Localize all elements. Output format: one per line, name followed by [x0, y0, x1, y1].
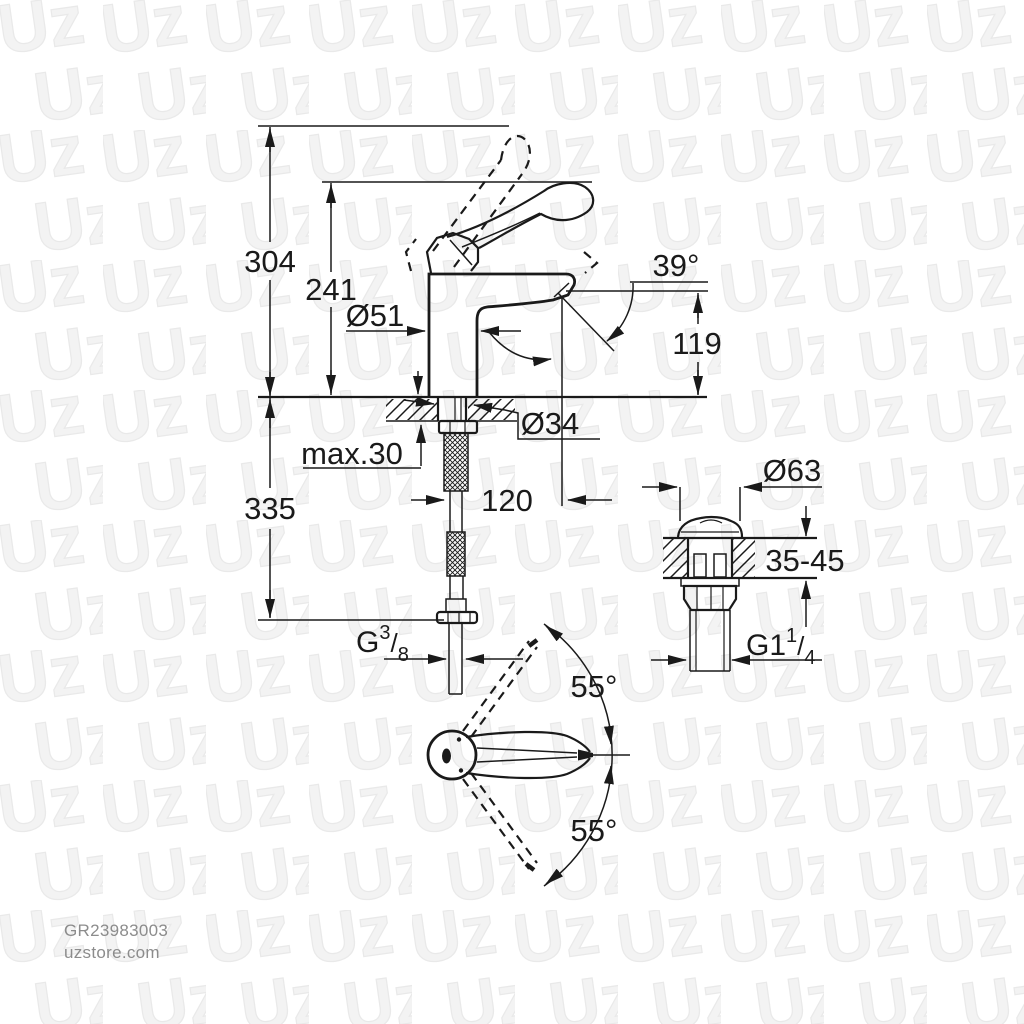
- dim-waste-diameter: Ø63: [763, 453, 822, 488]
- dim-deck-range: 35-45: [765, 543, 844, 578]
- footer-site: uzstore.com: [64, 943, 160, 962]
- dim-lever-height: 241: [305, 272, 357, 307]
- thread-waste-label: G11/4: [746, 625, 816, 669]
- dim-body-diameter: Ø51: [346, 298, 405, 333]
- dim-shank-diameter: Ø34: [521, 406, 580, 441]
- dim-swivel-up: 55°: [571, 669, 618, 704]
- dim-total-height: 304: [244, 244, 296, 279]
- dim-hose-length: 335: [244, 491, 296, 526]
- handle-top-view: [426, 623, 630, 887]
- lever-swivel-dashed: [462, 640, 538, 870]
- footer: GR23983003 uzstore.com: [64, 920, 168, 964]
- lever-raised-dashed: [404, 134, 599, 274]
- footer-sku: GR23983003: [64, 921, 169, 940]
- thread-supply-label: G3/8: [356, 622, 409, 666]
- faucet-side-view: [404, 134, 599, 397]
- waste-drain-view: [663, 515, 817, 672]
- dimension-labels: 304 241 Ø51 39° 119 Ø34 max.30 335 120 Ø…: [244, 244, 845, 848]
- dim-swivel-down: 55°: [571, 813, 618, 848]
- dim-spout-reach: 120: [481, 483, 533, 518]
- deck-section-and-hose: [258, 395, 707, 695]
- dimension-lines: [258, 125, 822, 665]
- dim-spout-angle: 39°: [653, 248, 700, 283]
- dim-spout-height: 119: [672, 326, 721, 361]
- dim-deck-thickness-max: max.30: [301, 436, 403, 471]
